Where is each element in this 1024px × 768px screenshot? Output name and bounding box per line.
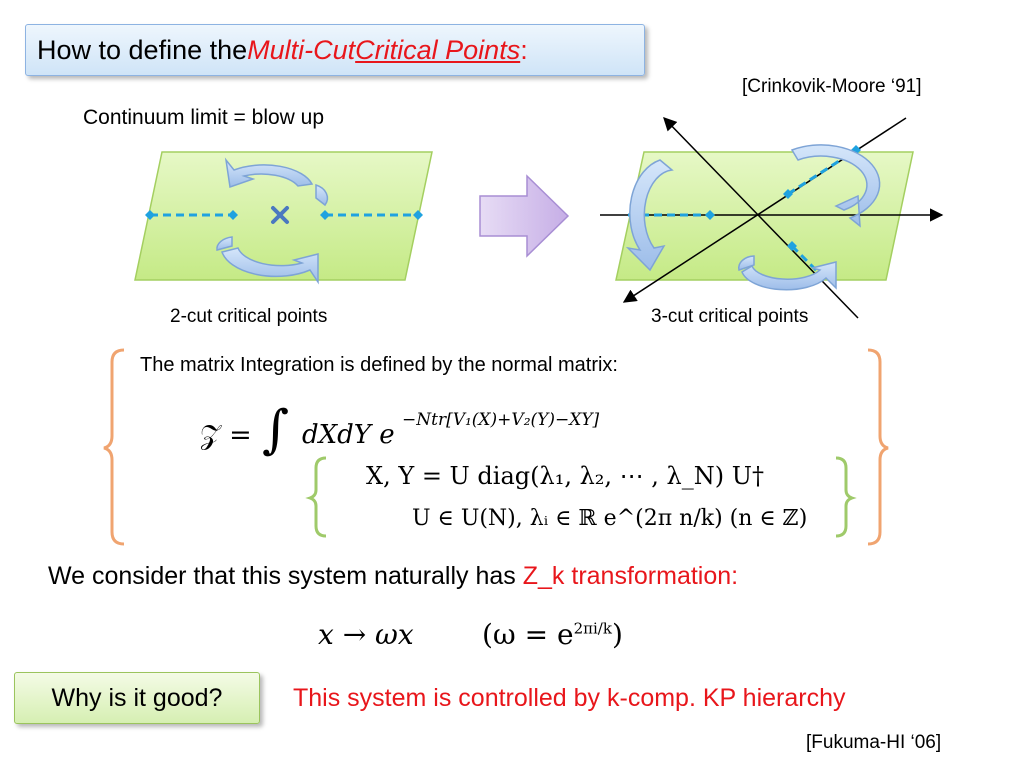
circular-arrow-icon xyxy=(625,159,674,272)
diagonalization-line: X, Y = U diag(λ₁, λ₂, ⋯ , λ_N) U† xyxy=(366,462,764,490)
cut-endpoint xyxy=(787,241,797,251)
caption-2cut: 2-cut critical points xyxy=(170,306,328,327)
omega-definition: (ω = e2πi/k) xyxy=(482,618,623,651)
title-prefix: How to define the xyxy=(37,34,248,65)
inner-right-brace xyxy=(835,456,857,538)
caption-3cut: 3-cut critical points xyxy=(651,306,809,327)
kp-hierarchy-statement: This system is controlled by k-comp. KP … xyxy=(293,684,846,712)
zk-statement-text: We consider that this system naturally h… xyxy=(48,562,523,590)
why-is-it-good-box: Why is it good? xyxy=(14,672,260,724)
omega-open: (ω = e xyxy=(482,618,574,651)
cut-endpoint xyxy=(705,210,715,220)
omega-exponent: 2πi/k xyxy=(573,619,612,638)
zk-statement: We consider that this system naturally h… xyxy=(48,562,738,591)
outer-right-brace xyxy=(867,348,889,546)
cut-endpoint xyxy=(413,210,423,220)
axis-diagonal-down xyxy=(663,117,859,319)
matrix-integration-intro: The matrix Integration is defined by the… xyxy=(140,354,618,376)
inner-left-brace xyxy=(305,456,327,538)
citation-crinkovik-moore: [Crinkovik-Moore ‘91] xyxy=(742,76,922,97)
cut-endpoint xyxy=(145,210,155,220)
integrand: dXdY e xyxy=(302,420,395,450)
continuum-limit-label: Continuum limit = blow up xyxy=(83,106,325,129)
title-critical-points: Critical Points xyxy=(355,34,521,65)
title-multicut: Multi-Cut xyxy=(247,34,356,65)
outer-left-brace xyxy=(103,348,125,546)
circular-arrow-icon xyxy=(790,144,881,228)
eigenvalue-constraint-line: U ∈ U(N), λᵢ ∈ ℝ e^(2π n/k) (n ∈ ℤ) xyxy=(412,506,808,531)
title-colon: : xyxy=(520,34,528,65)
integral-sign: ∫ xyxy=(262,400,290,460)
cross-mark-icon xyxy=(271,206,289,224)
zk-transformation: Z_k transformation: xyxy=(522,562,739,590)
transformation-map: x → ωx xyxy=(318,618,414,651)
circular-arrow-icon xyxy=(216,236,319,285)
block-arrow-right-icon xyxy=(479,174,570,258)
cut-endpoint xyxy=(783,189,793,199)
exponent: −Ntr[V₁(X)+V₂(Y)−XY] xyxy=(402,410,600,430)
circular-arrow-icon xyxy=(738,255,837,291)
partition-function-lhs: 𝒵 = xyxy=(200,420,252,451)
circular-arrow-icon xyxy=(224,157,329,207)
slide-title: How to define the Multi-Cut Critical Poi… xyxy=(25,24,645,76)
cut-endpoint xyxy=(228,210,238,220)
citation-fukuma-hi: [Fukuma-HI ‘06] xyxy=(806,732,942,753)
omega-close: ) xyxy=(611,618,623,651)
cut-endpoint xyxy=(320,210,330,220)
